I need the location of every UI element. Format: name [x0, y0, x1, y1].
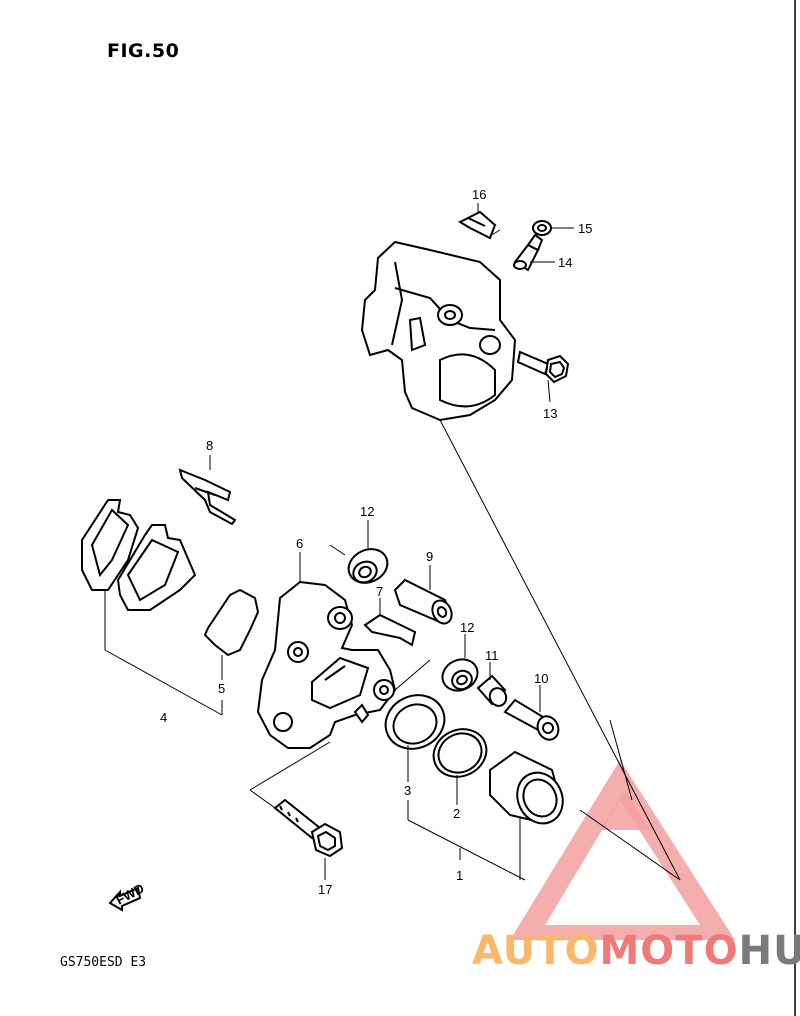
callout-12-lower: 12	[460, 620, 474, 635]
piston-seal-3	[384, 694, 446, 750]
callout-13: 13	[543, 406, 557, 421]
callout-10: 10	[534, 671, 548, 686]
leader-lines	[104, 203, 681, 881]
bush-11	[476, 674, 508, 707]
callout-14: 14	[558, 255, 572, 270]
callout-3: 3	[404, 783, 411, 798]
figure-title: FIG.50	[107, 40, 180, 62]
sleeve-9	[393, 578, 453, 625]
watermark-moto: MOTO	[599, 928, 739, 974]
callout-9: 9	[426, 549, 433, 564]
callout-12-upper: 12	[360, 504, 374, 519]
watermark-text: AUTOMOTOHUB	[472, 928, 800, 974]
watermark-auto: AUTO	[472, 928, 600, 974]
caliper-holder-6	[256, 580, 397, 749]
callout-17: 17	[318, 882, 332, 897]
callout-4: 4	[160, 710, 167, 725]
watermark-hub: HUB	[738, 928, 800, 974]
callout-5: 5	[218, 681, 225, 696]
brake-pads-4	[81, 499, 197, 611]
bleeder-valve-14	[513, 233, 544, 272]
bolt-17	[273, 798, 344, 858]
callout-16: 16	[472, 187, 486, 202]
callout-11: 11	[485, 648, 499, 663]
spring-16	[457, 210, 497, 240]
dust-seal-12-upper	[347, 548, 389, 584]
piston-1	[489, 750, 564, 825]
dust-seal-2	[432, 728, 488, 778]
bolt-13	[516, 350, 570, 384]
shim-5	[203, 588, 260, 657]
cap-15	[532, 220, 552, 236]
callout-7: 7	[376, 584, 383, 599]
fwd-arrow-icon	[108, 886, 142, 912]
fwd-label: FWD	[113, 881, 146, 908]
callout-15: 15	[578, 221, 592, 236]
model-code: GS750ESD E3	[60, 955, 147, 970]
callout-2: 2	[453, 806, 460, 821]
clip-7	[363, 613, 417, 647]
callout-1: 1	[456, 868, 463, 883]
pin-10	[503, 698, 560, 741]
callout-8: 8	[206, 438, 213, 453]
watermark-logo	[510, 760, 735, 940]
callout-6: 6	[296, 536, 303, 551]
dust-seal-12-lower	[441, 658, 479, 692]
caliper-body	[360, 240, 517, 422]
pad-spring-8	[178, 468, 237, 526]
